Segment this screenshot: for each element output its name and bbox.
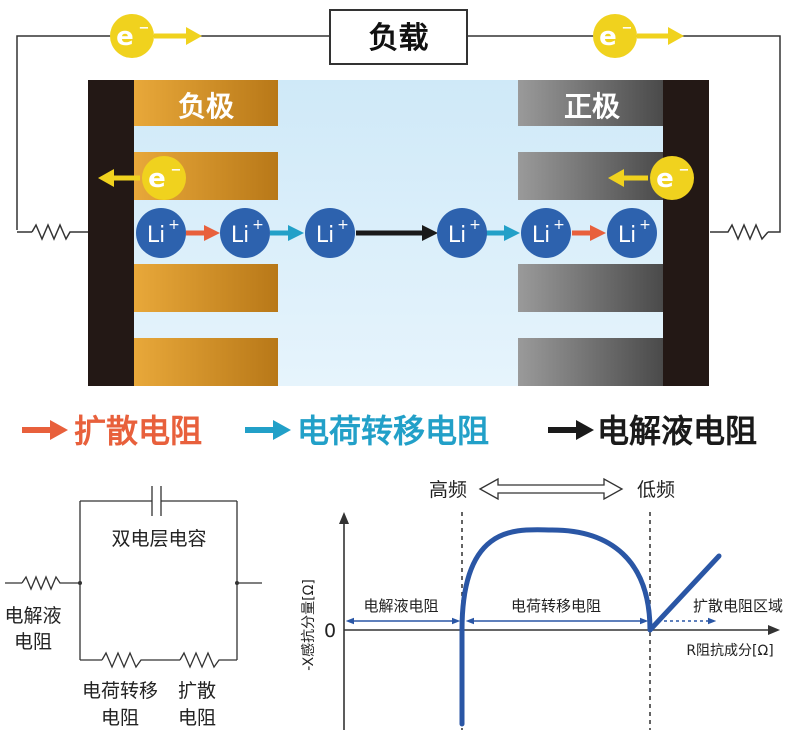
low-frequency-label: 低频 (637, 479, 675, 501)
charge-transfer-resistor-icon (101, 651, 180, 669)
svg-text:Li: Li (448, 223, 466, 248)
electron-negative-side: e − (98, 156, 186, 200)
svg-text:Li: Li (532, 223, 550, 248)
svg-text:e: e (148, 164, 166, 194)
impedance-curve (459, 527, 722, 727)
svg-text:e: e (599, 22, 617, 52)
svg-text:+: + (168, 217, 180, 233)
svg-text:+: + (337, 217, 349, 233)
left-resistor-icon (31, 223, 90, 241)
electron-top-left: e − (110, 14, 202, 58)
electrolyte-resistor-icon (21, 575, 80, 591)
svg-text:−: − (679, 163, 690, 178)
high-frequency-label: 高频 (429, 479, 467, 501)
svg-text:+: + (252, 217, 264, 233)
svg-text:+: + (553, 217, 565, 233)
svg-text:−: − (171, 163, 182, 178)
li-ion-5: Li + (521, 208, 571, 258)
svg-text:Li: Li (231, 223, 249, 248)
circuit-diffusion-label-2: 电阻 (178, 707, 216, 729)
diffusion-resistor-icon (179, 651, 237, 669)
legend-charge-transfer: 电荷转移电阻 (245, 412, 489, 450)
equivalent-circuit (5, 486, 262, 669)
frequency-double-arrow-icon (478, 477, 624, 501)
ion-path-arrows (186, 225, 606, 241)
load-label: 负载 (369, 21, 429, 56)
legend-charge-transfer-label: 电荷转移电阻 (297, 412, 489, 450)
li-ion-4: Li + (437, 208, 487, 258)
right-resistor-icon (710, 223, 769, 241)
circuit-electrolyte-label-2: 电阻 (14, 631, 52, 653)
legend-electrolyte-label: 电解液电阻 (597, 412, 757, 450)
svg-text:+: + (639, 217, 651, 233)
circuit-diffusion-label-1: 扩散 (178, 680, 216, 702)
svg-text:+: + (469, 217, 481, 233)
svg-text:Li: Li (147, 223, 165, 248)
circuit-electrolyte-label-1: 电解液 (4, 605, 61, 627)
electron-positive-side: e − (608, 156, 694, 200)
li-ion-3: Li + (305, 208, 355, 258)
positive-electrode-label: 正极 (564, 90, 620, 123)
nyquist-axes (339, 512, 780, 730)
electron-top-right: e − (593, 14, 684, 58)
positive-collector (663, 80, 709, 386)
origin-label: 0 (324, 620, 336, 642)
svg-text:e: e (116, 22, 134, 52)
legend-diffusion-label: 扩散电阻 (74, 412, 202, 450)
legend-diffusion: 扩散电阻 (22, 412, 202, 450)
region-charge-transfer-label: 电荷转移电阻 (511, 597, 601, 615)
region-diffusion-label: 扩散电阻区域 (693, 597, 783, 615)
circuit-charge-transfer-label-1: 电荷转移 (82, 680, 158, 702)
y-axis-label: -X感抗分量[Ω] (300, 579, 317, 671)
svg-text:e: e (656, 164, 674, 194)
negative-collector (88, 80, 134, 386)
li-ion-1: Li + (136, 208, 186, 258)
load-box (329, 9, 468, 65)
li-ion-6: Li + (607, 208, 657, 258)
li-ion-2: Li + (220, 208, 270, 258)
svg-text:−: − (622, 21, 633, 36)
legend-electrolyte: 电解液电阻 (548, 412, 757, 450)
positive-electrode (518, 80, 663, 386)
svg-text:Li: Li (316, 223, 334, 248)
circuit-charge-transfer-label-2: 电阻 (101, 707, 139, 729)
svg-text:−: − (139, 21, 150, 36)
negative-electrode-label: 负极 (178, 90, 234, 123)
x-axis-label: R阻抗成分[Ω] (686, 643, 773, 659)
double-layer-capacitor-label: 双电层电容 (111, 528, 206, 550)
region-electrolyte-label: 电解液电阻 (363, 597, 438, 615)
svg-text:Li: Li (618, 223, 636, 248)
